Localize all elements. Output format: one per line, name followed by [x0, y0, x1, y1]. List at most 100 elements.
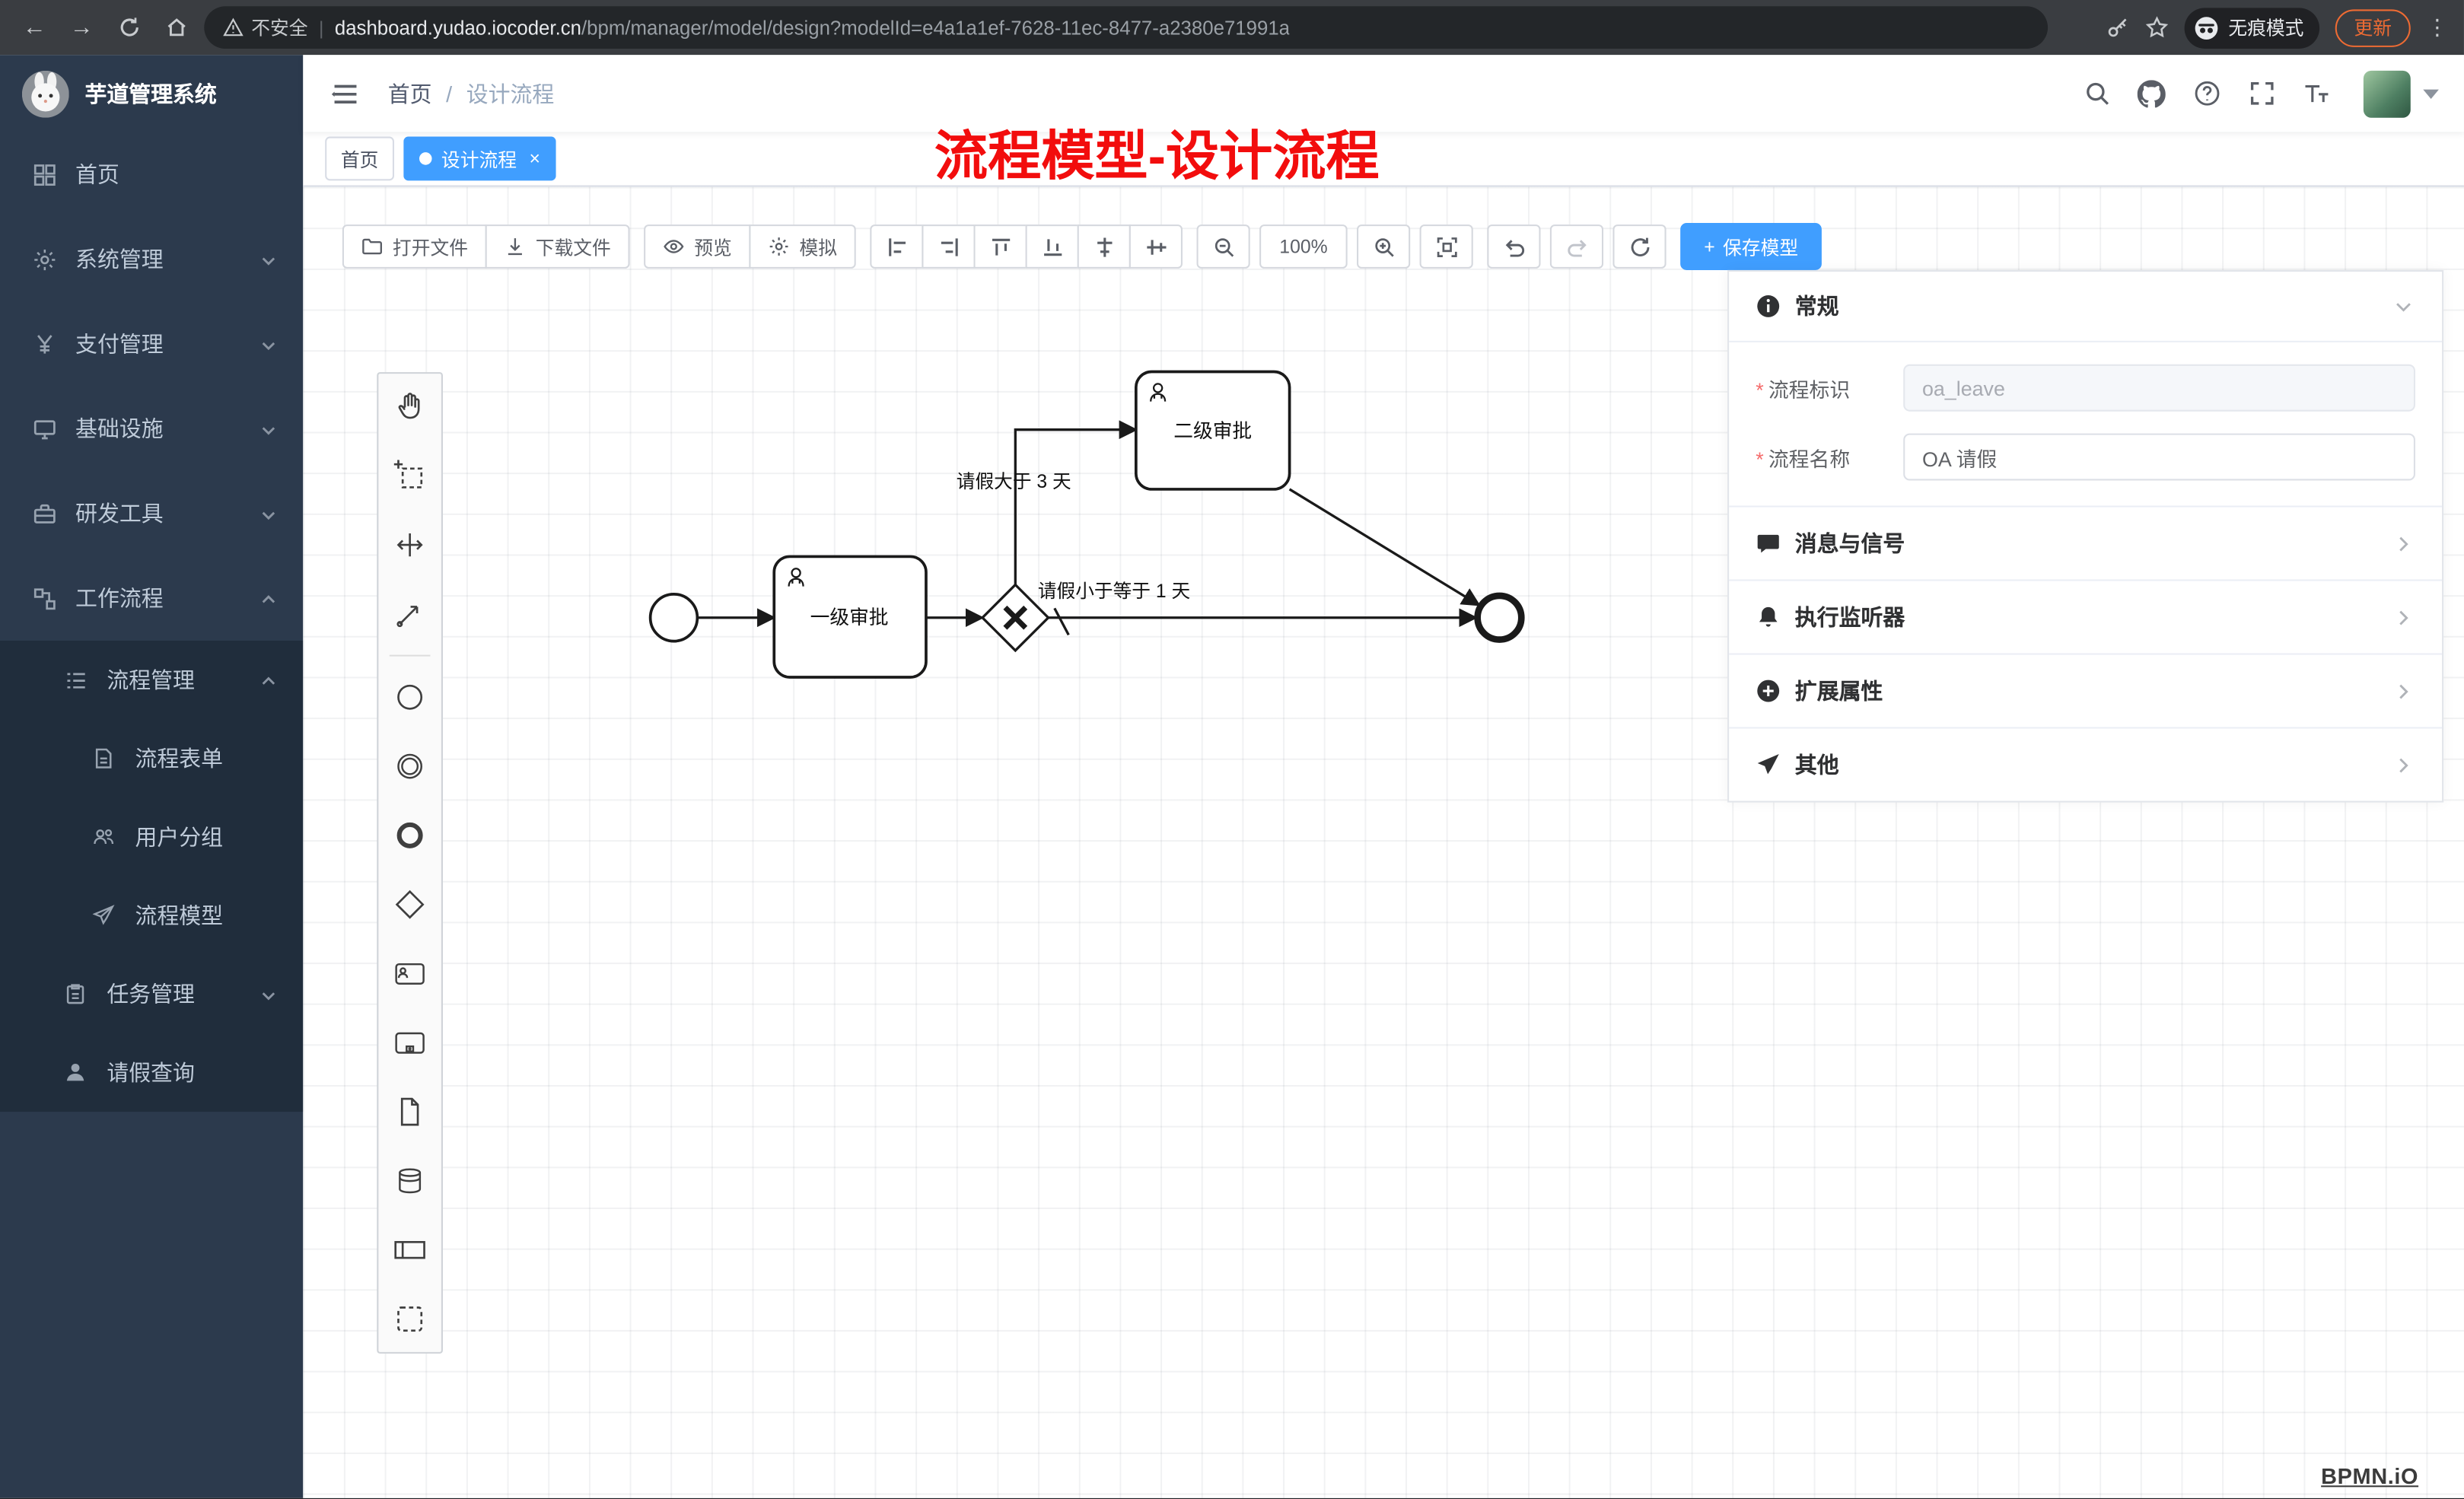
message-signal-section[interactable]: 消息与信号 — [1729, 505, 2443, 580]
warning-icon — [223, 18, 244, 37]
incognito-label: 无痕模式 — [2228, 17, 2304, 40]
open-file-button[interactable]: 打开文件 — [342, 224, 487, 269]
incognito-badge[interactable]: 无痕模式 — [2184, 7, 2320, 48]
edge-label-less-equal-1-day[interactable]: 请假小于等于 1 天 — [1038, 581, 1190, 602]
undo-button[interactable] — [1487, 224, 1541, 269]
extended-properties-section[interactable]: 扩展属性 — [1729, 653, 2443, 727]
subprocess-tool[interactable] — [391, 1024, 429, 1062]
align-right-button[interactable] — [922, 224, 976, 269]
chrome-actions: 无痕模式 更新 ⋮ — [2106, 7, 2448, 48]
restart-button[interactable] — [1612, 224, 1667, 269]
breadcrumb: 首页 / 设计流程 — [388, 78, 555, 109]
home-icon[interactable] — [157, 8, 195, 46]
sidebar-item-infrastructure[interactable]: 基础设施 — [0, 387, 303, 471]
align-left-button[interactable] — [870, 224, 924, 269]
execution-listener-section[interactable]: 执行监听器 — [1729, 579, 2443, 654]
tag-close-icon[interactable]: × — [529, 147, 541, 170]
hand-tool[interactable] — [391, 388, 429, 426]
start-event-tool[interactable] — [391, 679, 429, 717]
back-icon[interactable]: ← — [22, 14, 46, 41]
help-icon[interactable] — [2192, 79, 2220, 107]
sidebar-item-process-form[interactable]: 流程表单 — [0, 719, 303, 797]
avatar — [2363, 69, 2411, 117]
end-event-node[interactable] — [1474, 592, 1525, 643]
start-event-node[interactable] — [648, 593, 699, 643]
align-center-button[interactable] — [1077, 224, 1131, 269]
zoom-reset-button[interactable] — [1419, 224, 1473, 269]
intermediate-event-tool[interactable] — [391, 747, 429, 785]
align-top-button[interactable] — [973, 224, 1027, 269]
group-tool[interactable] — [391, 1300, 429, 1338]
align-middle-button[interactable] — [1129, 224, 1183, 269]
workflow-submenu: 流程管理 流程表单 用户分组 流程模型 任务管理 — [0, 640, 304, 1112]
site-warning[interactable]: 不安全 — [223, 14, 308, 41]
zoom-level[interactable]: 100% — [1259, 224, 1348, 269]
reload-icon[interactable] — [110, 8, 148, 46]
sidebar-item-label: 用户分组 — [135, 824, 224, 850]
users-icon — [91, 824, 116, 849]
sidebar-item-workflow[interactable]: 工作流程 — [0, 556, 303, 641]
user-icon — [788, 568, 804, 587]
data-store-tool[interactable] — [391, 1162, 429, 1200]
redo-button[interactable] — [1550, 224, 1604, 269]
simulate-button[interactable]: 模拟 — [749, 224, 856, 269]
bpmn-io-watermark[interactable]: BPMN.iO — [2321, 1463, 2419, 1489]
save-model-button[interactable]: + 保存模型 — [1680, 223, 1823, 270]
sidebar-item-process-management[interactable]: 流程管理 — [0, 641, 303, 719]
chrome-update-button[interactable]: 更新 — [2335, 8, 2411, 46]
tag-home[interactable]: 首页 — [325, 136, 395, 181]
sidebar-item-payment-management[interactable]: 支付管理 — [0, 301, 303, 386]
sidebar-item-system-management[interactable]: 系统管理 — [0, 217, 303, 301]
password-key-icon[interactable] — [2106, 16, 2129, 40]
sidebar-item-user-group[interactable]: 用户分组 — [0, 797, 303, 876]
process-key-input[interactable] — [1903, 364, 2415, 412]
chevron-down-icon — [259, 504, 279, 523]
font-size-icon[interactable] — [2302, 79, 2330, 107]
sidebar-item-process-model[interactable]: 流程模型 — [0, 877, 303, 955]
general-section-header[interactable]: 常规 — [1729, 272, 2443, 342]
exclusive-gateway-node[interactable] — [980, 583, 1050, 653]
search-icon[interactable] — [2082, 79, 2110, 107]
user-menu[interactable] — [2363, 69, 2439, 117]
user-task-1-node[interactable]: 一级审批 — [772, 555, 928, 679]
process-key-label: *流程标识 — [1756, 377, 1851, 402]
zoom-in-button[interactable] — [1357, 224, 1411, 269]
align-bottom-button[interactable] — [1025, 224, 1079, 269]
palette-separator — [389, 654, 431, 657]
sidebar-item-leave-query[interactable]: 请假查询 — [0, 1033, 303, 1112]
address-bar[interactable]: 不安全 | dashboard.yudao.iocoder.cn/bpm/man… — [204, 6, 2049, 49]
flow-gateway-to-task2[interactable] — [1014, 420, 1138, 585]
edge-label-greater-3-days[interactable]: 请假大于 3 天 — [957, 471, 1071, 492]
process-name-input[interactable] — [1903, 433, 2415, 481]
space-tool[interactable] — [391, 526, 429, 564]
end-event-tool[interactable] — [391, 816, 429, 855]
sidebar-item-task-management[interactable]: 任务管理 — [0, 955, 303, 1033]
chrome-menu-icon[interactable]: ⋮ — [2426, 14, 2449, 40]
global-connect-tool[interactable] — [391, 595, 429, 633]
preview-button[interactable]: 预览 — [644, 224, 751, 269]
general-section-title: 常规 — [1794, 293, 1839, 319]
bpmn-canvas[interactable]: 打开文件 下载文件 预览 — [303, 186, 2464, 1498]
sidebar-collapse-icon[interactable] — [328, 76, 362, 110]
bookmark-star-icon[interactable] — [2145, 16, 2169, 40]
zoom-out-button[interactable] — [1196, 224, 1250, 269]
flow-task2-to-end[interactable] — [1288, 488, 1481, 606]
app-logo-row[interactable]: 芋道管理系统 — [0, 55, 303, 132]
user-task-tool[interactable] — [391, 955, 429, 993]
sidebar-item-dev-tools[interactable]: 研发工具 — [0, 471, 303, 555]
download-file-button[interactable]: 下载文件 — [485, 224, 630, 269]
file-button-group: 打开文件 下载文件 — [342, 224, 630, 269]
other-section[interactable]: 其他 — [1729, 727, 2443, 800]
github-icon[interactable] — [2137, 79, 2166, 107]
lasso-tool[interactable] — [391, 457, 429, 495]
sidebar-item-home[interactable]: 首页 — [0, 132, 303, 216]
breadcrumb-home[interactable]: 首页 — [387, 81, 432, 107]
gateway-tool[interactable] — [391, 886, 429, 924]
browser-chrome: ← → 不安全 | dashboard.yudao.iocoder.cn/bpm… — [0, 0, 2464, 56]
user-task-2-node[interactable]: 二级审批 — [1134, 370, 1291, 491]
tag-design-process[interactable]: 设计流程 × — [403, 136, 556, 181]
data-object-tool[interactable] — [391, 1093, 429, 1131]
participant-tool[interactable] — [391, 1231, 429, 1269]
fullscreen-icon[interactable] — [2247, 79, 2275, 107]
forward-icon[interactable]: → — [69, 14, 94, 41]
